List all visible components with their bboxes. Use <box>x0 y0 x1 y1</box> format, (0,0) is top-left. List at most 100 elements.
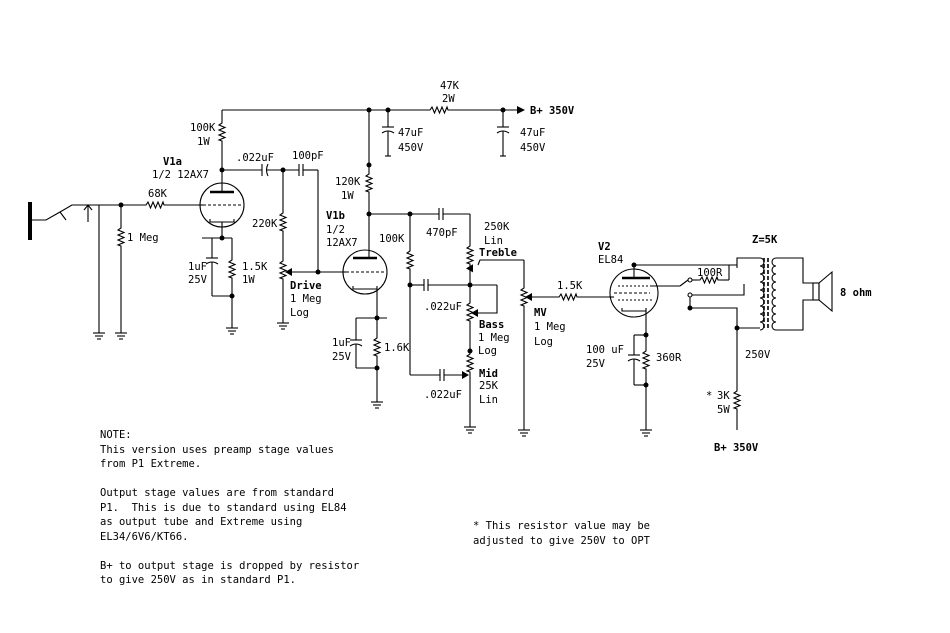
note-line: B+ to output stage is dropped by resisto… <box>100 559 360 572</box>
potentiometer-drive <box>279 257 342 323</box>
label-68k: 68K <box>148 188 168 200</box>
resistor-360r <box>642 335 650 430</box>
label-1uf-a-v: 25V <box>188 274 208 286</box>
resistor-16k <box>373 318 381 402</box>
note-left: NOTE: This version uses preamp stage valu… <box>100 428 359 588</box>
label-treble: Treble <box>479 247 517 259</box>
label-v2-type: EL84 <box>598 254 623 266</box>
label-250v: 250V <box>745 349 771 361</box>
resistor-68k <box>142 201 198 209</box>
note-line: EL34/6V6/KT66. <box>100 530 189 543</box>
resistor-15k-v1a-cathode <box>228 238 236 296</box>
label-15k-grid: 1.5K <box>557 280 583 292</box>
label-mv-val: 1 Meg <box>534 321 566 333</box>
note-line: * This resistor value may be <box>473 520 651 532</box>
label-16k: 1.6K <box>384 342 410 354</box>
output-transformer <box>736 257 813 331</box>
label-1meg-input: 1 Meg <box>127 232 159 244</box>
label-v1b-name: V1b <box>326 210 345 222</box>
label-47uf-b-v: 450V <box>520 142 546 154</box>
label-100r: 100R <box>697 267 723 279</box>
label-bass-val: 1 Meg <box>478 332 510 344</box>
label-100k-v1b: 100K <box>379 233 405 245</box>
label-120k: 120K <box>335 176 361 188</box>
potentiometer-bass <box>466 285 498 351</box>
label-mid-val: 25K <box>479 380 499 392</box>
label-47uf-a-v: 450V <box>398 142 424 154</box>
resistor-15k-grid <box>555 293 609 301</box>
resistor-100r <box>696 265 730 284</box>
label-47uf-a: 47uF <box>398 127 423 139</box>
label-022-bass: .022uF <box>424 301 462 313</box>
label-v1a-type: 1/2 12AX7 <box>152 169 209 181</box>
label-120k-w: 1W <box>341 190 354 202</box>
label-47uf-b: 47uF <box>520 127 545 139</box>
label-100pf: 100pF <box>292 150 324 162</box>
tube-v2 <box>609 264 737 322</box>
capacitor-1uf-v1b <box>349 318 363 368</box>
note-line: from P1 Extreme. <box>100 458 202 470</box>
note-line <box>100 544 359 559</box>
label-1uf-a: 1uF <box>188 261 207 273</box>
screen-switch <box>679 277 697 298</box>
label-drive-val: 1 Meg <box>290 293 322 305</box>
note-line: NOTE: <box>100 429 132 441</box>
label-360r: 360R <box>656 352 682 364</box>
label-15k-w: 1W <box>242 274 255 286</box>
label-v1a-name: V1a <box>163 156 182 168</box>
label-bplus-main: B+ 350V <box>530 105 575 117</box>
note-line <box>100 472 359 487</box>
label-100uf: 100 uF <box>586 344 624 356</box>
resistor-100k-slope <box>406 214 414 375</box>
resistor-220k <box>279 170 287 258</box>
label-drive: Drive <box>290 280 322 292</box>
note-line: Output stage values are from standard <box>100 487 334 499</box>
label-1uf-b-v: 25V <box>332 351 352 363</box>
capacitor-100uf <box>627 335 641 385</box>
note-line: to give 250V as in standard P1. <box>100 574 296 586</box>
note-line: as output tube and Extreme using <box>100 516 303 528</box>
label-mid: Mid <box>479 368 498 380</box>
bplus-arrow <box>517 106 525 114</box>
resistor-120k <box>365 110 373 252</box>
capacitor-47uf-a <box>381 110 395 157</box>
label-speaker: 8 ohm <box>840 287 872 299</box>
note-line: P1. This is due to standard using EL84 <box>100 501 347 514</box>
note-right: * This resistor value may be adjusted to … <box>473 519 650 548</box>
label-treble-val: 250K <box>484 221 510 233</box>
capacitor-47uf-b <box>496 110 510 157</box>
resistor-100k-v1a-plate <box>218 110 226 183</box>
resistor-3k <box>733 328 741 430</box>
capacitor-1uf-v1a <box>205 238 219 296</box>
note-line: adjusted to give 250V to OPT <box>473 534 651 547</box>
label-v2-name: V2 <box>598 241 611 253</box>
label-100uf-v: 25V <box>586 358 606 370</box>
tube-v1a <box>198 182 245 238</box>
label-220k: 220K <box>252 218 278 230</box>
label-022-mid: .022uF <box>424 389 462 401</box>
capacitor-022uf-bass <box>423 279 497 291</box>
label-bass-taper: Log <box>478 345 497 357</box>
note-line: This version uses preamp stage values <box>100 443 334 456</box>
label-mv-taper: Log <box>534 336 553 348</box>
input-jack <box>28 202 106 340</box>
label-bplus-output: B+ 350V <box>714 442 759 454</box>
tube-v1b <box>342 249 388 318</box>
label-v1b-type-a: 1/2 <box>326 224 345 236</box>
label-3k: 3K <box>717 390 730 402</box>
speaker-icon <box>812 270 833 313</box>
label-mv: MV <box>534 307 547 319</box>
label-100k-plate: 100K <box>190 122 216 134</box>
label-3k-star: * <box>706 390 712 402</box>
potentiometer-mv <box>520 260 556 430</box>
label-15k: 1.5K <box>242 261 268 273</box>
label-3k-w: 5W <box>717 404 730 416</box>
label-022-coupling: .022uF <box>236 152 274 164</box>
label-47k: 47K <box>440 80 460 92</box>
label-drive-taper: Log <box>290 307 309 319</box>
label-opt-z: Z=5K <box>752 234 778 246</box>
label-v1b-type-b: 12AX7 <box>326 237 358 249</box>
label-1uf-b: 1uF <box>332 337 351 349</box>
label-mid-taper: Lin <box>479 394 498 406</box>
